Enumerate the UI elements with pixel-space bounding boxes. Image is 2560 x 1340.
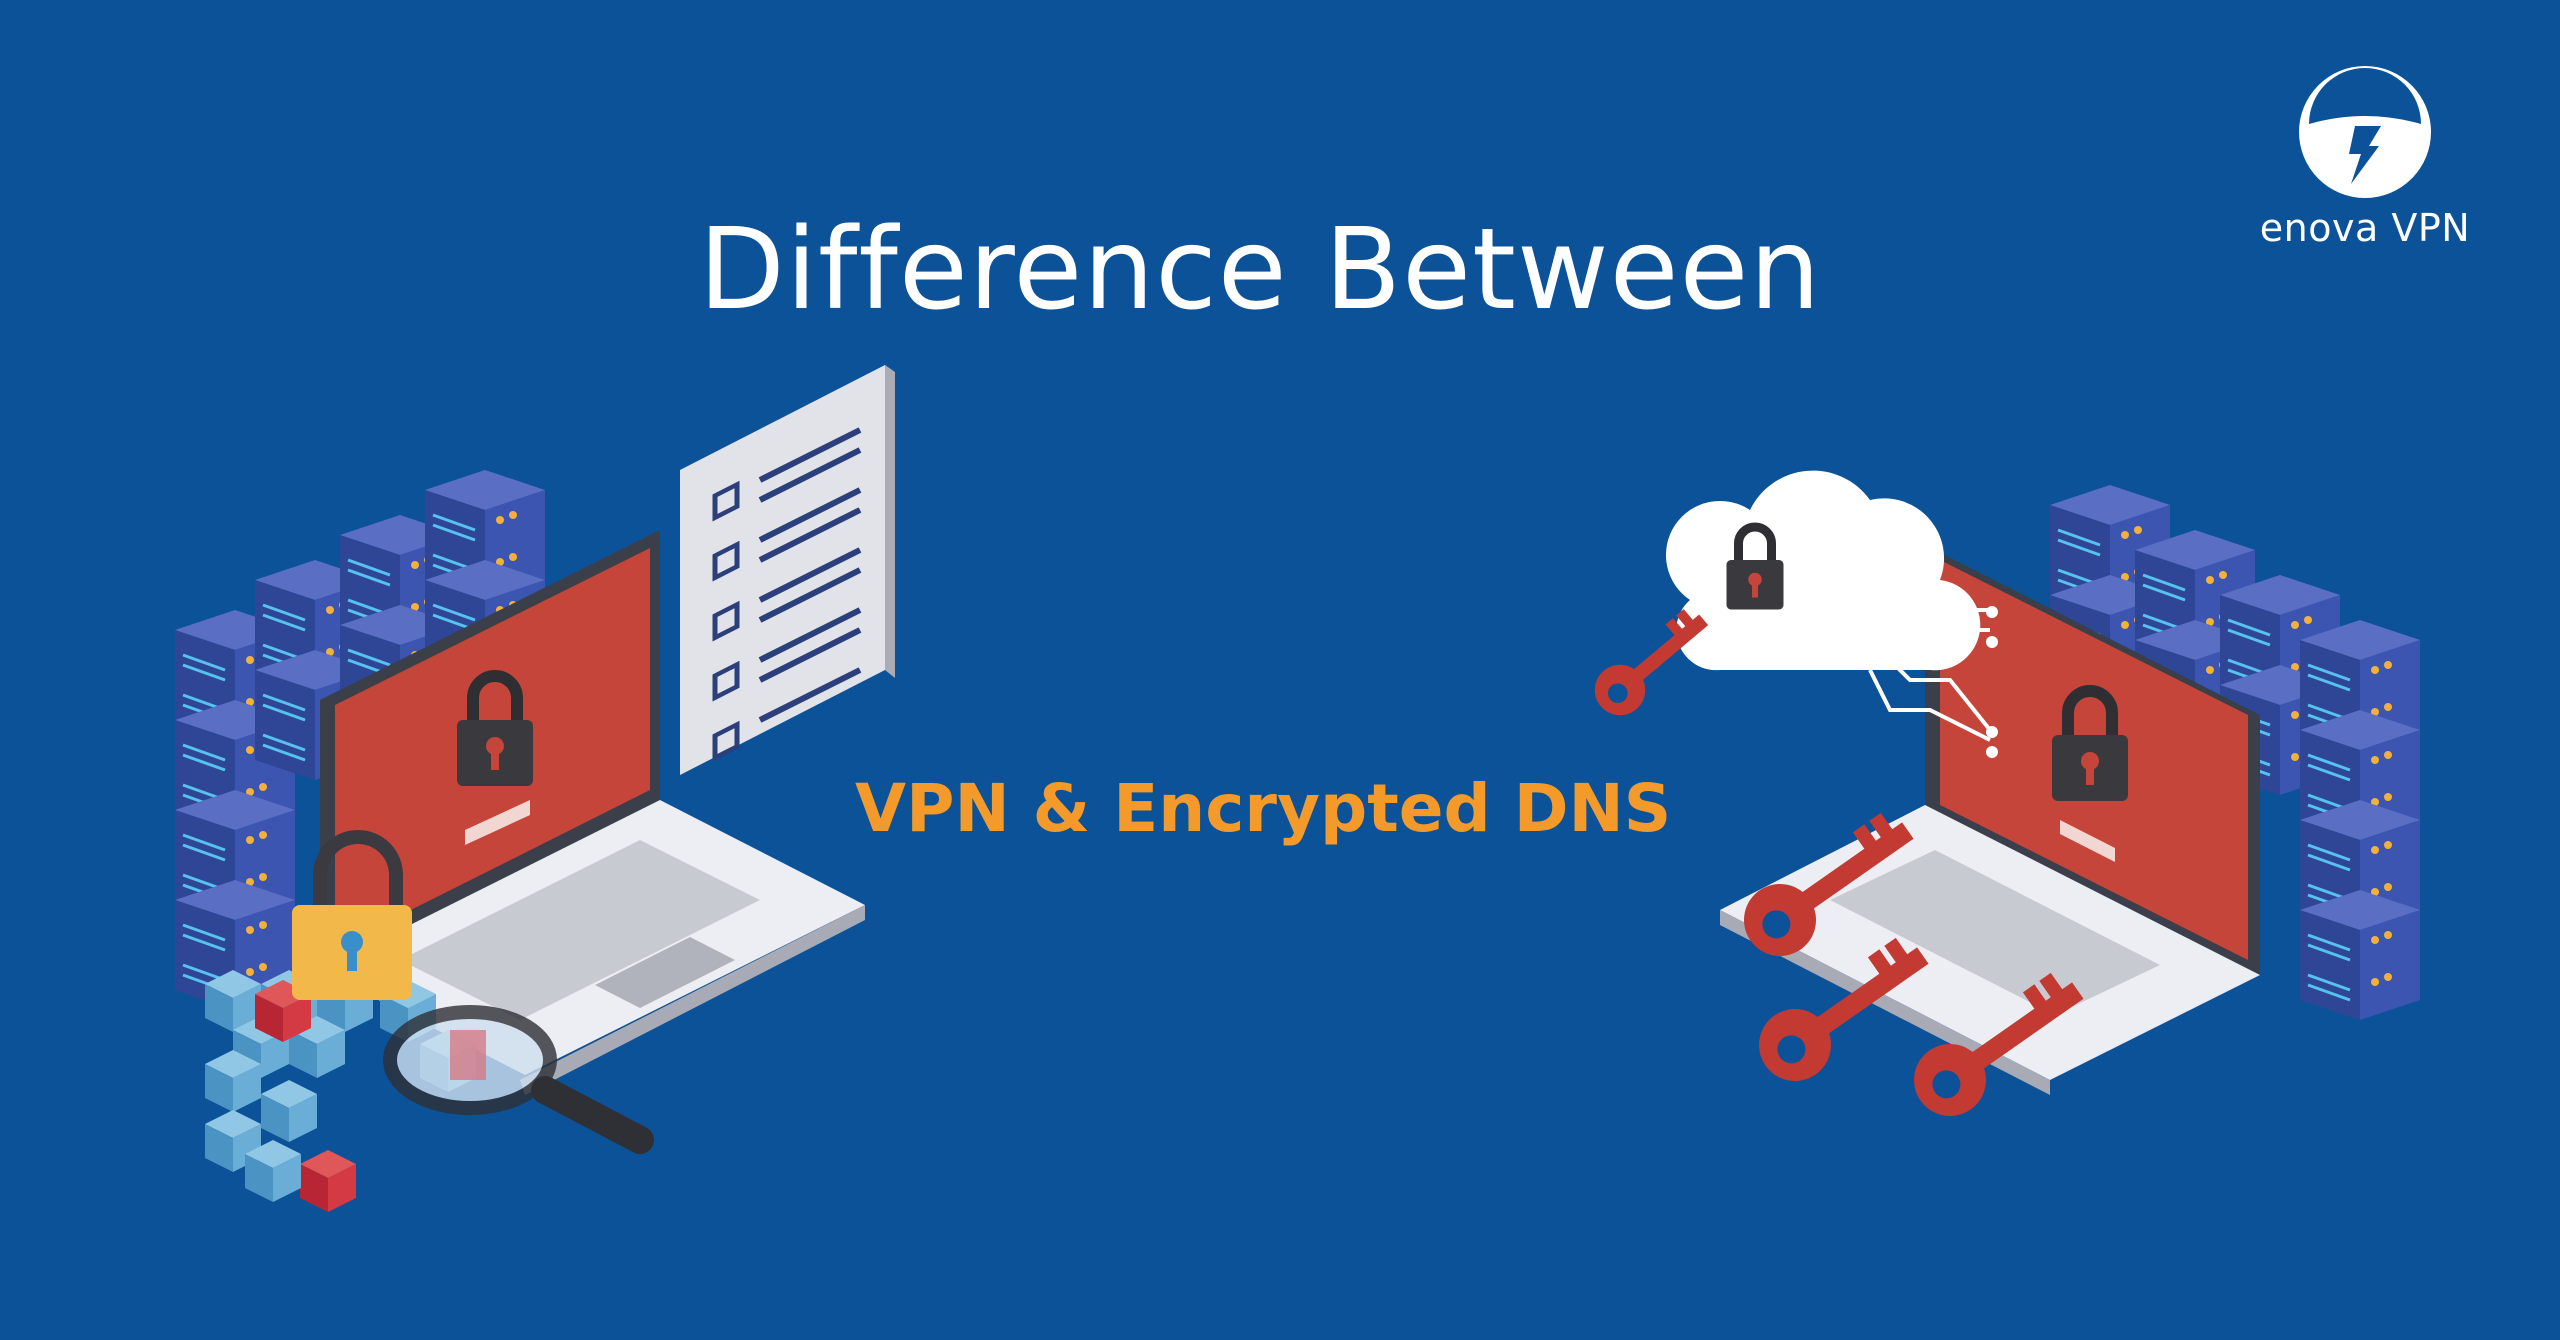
page-subtitle: VPN & Encrypted DNS	[855, 770, 1672, 847]
brand-name: enova VPN	[2259, 206, 2471, 250]
brand-logo[interactable]: enova VPN	[2240, 62, 2490, 250]
cloud-lock-icon	[1665, 470, 1998, 758]
page-title: Difference Between	[698, 205, 1822, 335]
enova-logo-icon	[2299, 66, 2431, 198]
magnifier-icon	[383, 1005, 654, 1154]
right-laptop-icon	[1720, 545, 2260, 1095]
checklist-document-icon	[680, 365, 895, 775]
left-padlock-icon	[292, 830, 412, 1000]
